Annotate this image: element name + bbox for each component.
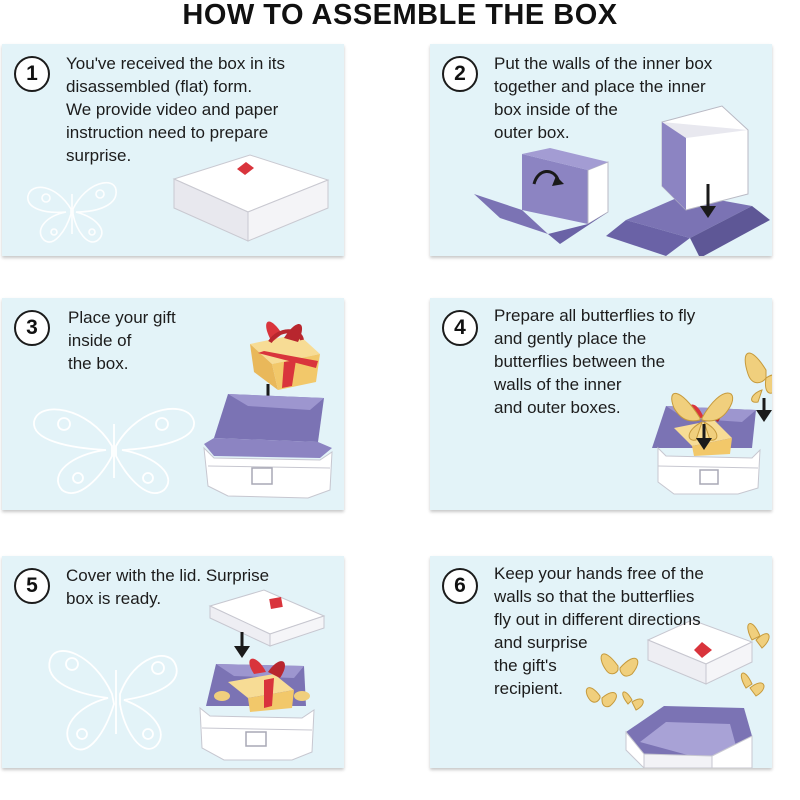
step-text-line: box is ready. bbox=[66, 589, 162, 608]
step-text-line: and surprise bbox=[494, 633, 588, 652]
step-card-5: 5 Cover with the lid. Surprise box is re… bbox=[2, 556, 344, 768]
step-number-badge: 6 bbox=[442, 568, 478, 604]
step-description: Put the walls of the inner box together … bbox=[494, 52, 770, 144]
step-text-line: recipient. bbox=[494, 679, 563, 698]
step-text-line: We provide video and paper bbox=[66, 100, 279, 119]
step-text-line: Keep your hands free of the bbox=[494, 564, 704, 583]
step-description: Place your gift inside of the box. bbox=[68, 306, 344, 375]
step-description: You've received the box in its disassemb… bbox=[66, 52, 342, 167]
step-text-line: and gently place the bbox=[494, 329, 647, 348]
step-card-2: 2 Put the walls of the inner box togethe… bbox=[430, 44, 772, 256]
step-text-line: outer box. bbox=[494, 123, 570, 142]
butterfly-outline-icon bbox=[27, 181, 117, 243]
step-number-badge: 2 bbox=[442, 56, 478, 92]
step-text-line: walls of the inner bbox=[494, 375, 622, 394]
step-number-badge: 1 bbox=[14, 56, 50, 92]
butterflies-into-box-illustration bbox=[652, 352, 772, 495]
step-description: Cover with the lid. Surprise box is read… bbox=[66, 564, 342, 610]
step-text-line: together and place the inner bbox=[494, 77, 706, 96]
step-number-badge: 3 bbox=[14, 310, 50, 346]
step-description: Keep your hands free of the walls so tha… bbox=[494, 562, 770, 700]
flat-box-illustration bbox=[172, 154, 330, 242]
step-text-line: Put the walls of the inner box bbox=[494, 54, 713, 73]
step-text-line: walls so that the butterflies bbox=[494, 587, 695, 606]
step-text-line: the box. bbox=[68, 354, 129, 373]
step-text-line: butterflies between the bbox=[494, 352, 666, 371]
step-text-line: fly out in different directions bbox=[494, 610, 701, 629]
step-description: Prepare all butterflies to fly and gentl… bbox=[494, 304, 770, 419]
step-text-line: box inside of the bbox=[494, 100, 618, 119]
step-text-line: surprise. bbox=[66, 146, 132, 165]
butterfly-outline-icon bbox=[33, 407, 195, 494]
step-text-line: the gift's bbox=[494, 656, 557, 675]
step-text-line: instruction need to prepare bbox=[66, 123, 269, 142]
step-text-line: inside of bbox=[68, 331, 132, 350]
step-card-4: 4 Prepare all butterflies to fly and gen… bbox=[430, 298, 772, 510]
butterflies-fly-out-illustration bbox=[585, 619, 770, 768]
step-text-line: disassembled (flat) form. bbox=[66, 77, 253, 96]
step-text-line: Place your gift bbox=[68, 308, 176, 327]
step-text-line: Prepare all butterflies to fly bbox=[494, 306, 696, 325]
step-text-line: Cover with the lid. Surprise bbox=[66, 566, 270, 585]
step-number-badge: 4 bbox=[442, 310, 478, 346]
butterfly-outline-icon bbox=[48, 650, 178, 751]
page-title: HOW TO ASSEMBLE THE BOX bbox=[182, 0, 618, 31]
step-card-3: 3 Place your gift inside of the box. bbox=[2, 298, 344, 510]
gift-into-box-illustration bbox=[203, 321, 333, 499]
step-card-1: 1 You've received the box in its disasse… bbox=[2, 44, 344, 256]
lid-onto-box-illustration bbox=[199, 589, 326, 761]
step-card-6: 6 Keep your hands free of the walls so t… bbox=[430, 556, 772, 768]
step-number-badge: 5 bbox=[14, 568, 50, 604]
step-text-line: and outer boxes. bbox=[494, 398, 621, 417]
inner-box-walls-illustration bbox=[474, 105, 770, 256]
step-text-line: You've received the box in its bbox=[66, 54, 286, 73]
